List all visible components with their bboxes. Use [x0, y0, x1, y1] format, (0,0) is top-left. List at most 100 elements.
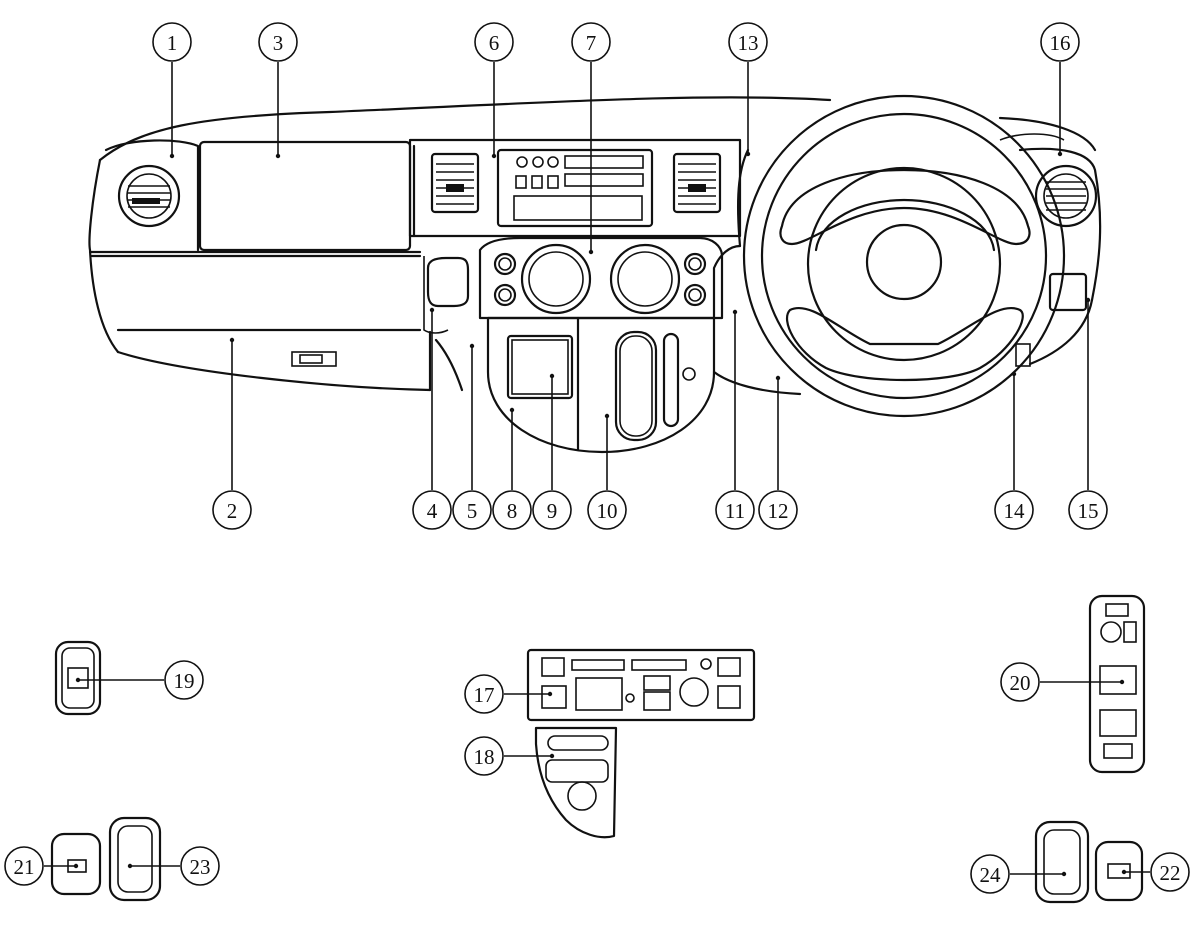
- callout-circle: [464, 674, 504, 714]
- callout-number: 18: [474, 745, 495, 769]
- callout-22: 22: [1150, 852, 1190, 892]
- callout-23: 23: [180, 846, 220, 886]
- leader-dot-23: [127, 863, 133, 869]
- callout-circle: [152, 22, 192, 62]
- callout-circle: [474, 22, 514, 62]
- steering-wheel: [736, 94, 1066, 418]
- leader-dot-15: [1085, 297, 1091, 303]
- leader-dot-2: [229, 337, 235, 343]
- callout-13: 13: [728, 22, 768, 62]
- callout-number: 7: [586, 31, 597, 55]
- leader-dot-19: [75, 677, 81, 683]
- leader-dot-6: [491, 153, 497, 159]
- leader-dot-12: [775, 375, 781, 381]
- leader-dot-18: [549, 753, 555, 759]
- callout-17: 17: [464, 674, 504, 714]
- callout-circle: [1150, 852, 1190, 892]
- callout-3: 3: [258, 22, 298, 62]
- callout-number: 4: [427, 499, 438, 523]
- console-panel-18: [534, 726, 618, 839]
- callout-8: 8: [492, 490, 532, 530]
- callout-number: 19: [174, 669, 195, 693]
- callout-number: 10: [597, 499, 618, 523]
- leader-dot-24: [1061, 871, 1067, 877]
- callout-circle: [715, 490, 755, 530]
- callout-11: 11: [715, 490, 755, 530]
- leader-dot-4: [429, 307, 435, 313]
- switch-panel-17: [526, 648, 756, 722]
- callout-circle: [970, 854, 1010, 894]
- callout-14: 14: [994, 490, 1034, 530]
- leader-dot-8: [509, 407, 515, 413]
- leader-dot-5: [469, 343, 475, 349]
- switch-detail-21-23: [50, 816, 162, 902]
- callout-number: 9: [547, 499, 558, 523]
- callout-9: 9: [532, 490, 572, 530]
- callout-circle: [180, 846, 220, 886]
- callout-number: 17: [474, 683, 495, 707]
- leader-lines: [44, 62, 1150, 877]
- leader-dot-11: [732, 309, 738, 315]
- callout-number: 21: [14, 855, 35, 879]
- callout-18: 18: [464, 736, 504, 776]
- callout-number: 11: [725, 499, 745, 523]
- leader-dot-1: [169, 153, 175, 159]
- callout-circle: [212, 490, 252, 530]
- callout-circle: [1040, 22, 1080, 62]
- callout-number: 14: [1004, 499, 1026, 523]
- callout-circle: [452, 490, 492, 530]
- callout-number: 8: [507, 499, 518, 523]
- callout-4: 4: [412, 490, 452, 530]
- callout-number: 2: [227, 499, 238, 523]
- leader-dot-17: [547, 691, 553, 697]
- callout-circle: [532, 490, 572, 530]
- callout-19: 19: [164, 660, 204, 700]
- callout-circle: [464, 736, 504, 776]
- callout-circle: [728, 22, 768, 62]
- callout-7: 7: [571, 22, 611, 62]
- callout-number: 1: [167, 31, 178, 55]
- switch-panel-20: [1088, 594, 1146, 774]
- callout-circle: [164, 660, 204, 700]
- callout-5: 5: [452, 490, 492, 530]
- leader-dot-10: [604, 413, 610, 419]
- leader-dot-21: [73, 863, 79, 869]
- callout-number: 5: [467, 499, 478, 523]
- leader-dot-7: [588, 249, 594, 255]
- callout-circle: [994, 490, 1034, 530]
- callout-circle: [1068, 490, 1108, 530]
- callout-16: 16: [1040, 22, 1080, 62]
- callout-circle: [758, 490, 798, 530]
- leader-dot-14: [1011, 371, 1017, 377]
- callout-number: 13: [738, 31, 759, 55]
- leader-dot-22: [1121, 869, 1127, 875]
- callout-circle: [1000, 662, 1040, 702]
- callout-number: 6: [489, 31, 500, 55]
- leader-dot-3: [275, 153, 281, 159]
- leader-dot-16: [1057, 151, 1063, 157]
- callout-24: 24: [970, 854, 1010, 894]
- leader-dot-13: [745, 151, 751, 157]
- callout-15: 15: [1068, 490, 1108, 530]
- switch-detail-22-24: [1034, 820, 1144, 904]
- switch-detail-19: [54, 640, 102, 716]
- callout-12: 12: [758, 490, 798, 530]
- callout-number: 24: [980, 863, 1002, 887]
- leader-dot-20: [1119, 679, 1125, 685]
- callout-1: 1: [152, 22, 192, 62]
- callout-number: 20: [1010, 671, 1031, 695]
- callout-number: 22: [1160, 861, 1181, 885]
- callout-number: 15: [1078, 499, 1099, 523]
- dashboard-outline: [88, 96, 1102, 454]
- leader-dot-9: [549, 373, 555, 379]
- callout-number: 23: [190, 855, 211, 879]
- callout-circle: [587, 490, 627, 530]
- callout-number: 16: [1050, 31, 1071, 55]
- callout-number: 12: [768, 499, 789, 523]
- callout-20: 20: [1000, 662, 1040, 702]
- callout-21: 21: [4, 846, 44, 886]
- callout-circle: [4, 846, 44, 886]
- callout-circle: [412, 490, 452, 530]
